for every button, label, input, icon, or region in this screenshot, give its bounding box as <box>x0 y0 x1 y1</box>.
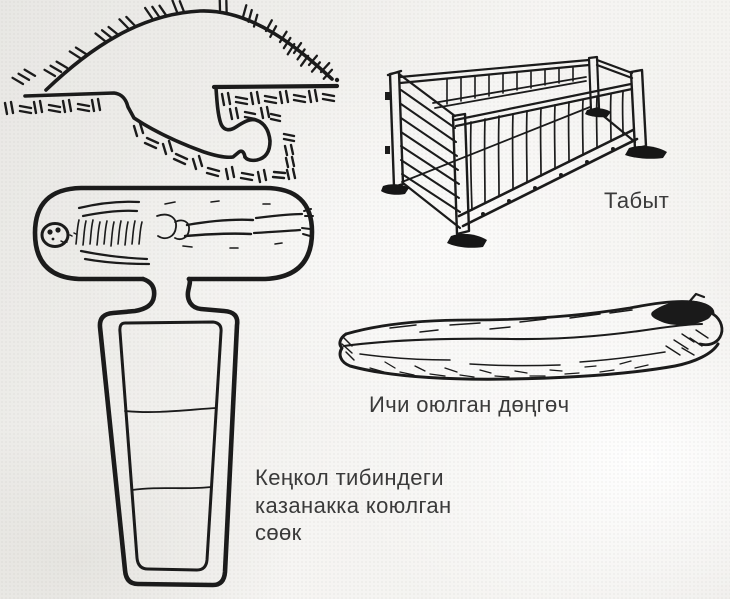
coffin-rails <box>397 58 639 230</box>
coffin-foot-shadows <box>381 108 667 248</box>
skeleton-drawing <box>40 200 314 266</box>
log-figure <box>330 282 730 382</box>
log-hollow-dark-area <box>651 300 713 326</box>
grave-caption: Кеңкол тибиндеги казанакка коюлган сөөк <box>255 464 452 547</box>
mound-arc <box>44 9 334 92</box>
grave-plan-figure <box>25 178 320 598</box>
entrance-shaft-outline <box>97 276 240 588</box>
soil-hatching <box>3 88 336 184</box>
coffin-side-planks <box>469 91 624 211</box>
ground-and-dromos-lines <box>23 83 340 163</box>
hollowed-log-drawing-icon <box>338 292 724 381</box>
mound-tick-marks <box>11 0 340 86</box>
coffin-peg-dots <box>481 147 615 216</box>
coffin-label: Табыт <box>604 188 670 213</box>
grave-caption-line2: казанакка коюлган <box>255 492 452 518</box>
wooden-coffin-drawing-icon <box>381 55 667 248</box>
burial-mound-figure <box>0 0 345 185</box>
burial-chamber-outline <box>32 185 315 282</box>
coffin-end-planks <box>400 89 461 213</box>
log-texture <box>341 309 709 378</box>
burial-mound-cross-section-drawing-icon <box>3 0 340 184</box>
log-label: Ичи оюлган дөңгөч <box>369 392 570 417</box>
skull-icon <box>40 222 70 248</box>
coffin-figure <box>375 48 720 253</box>
catacomb-grave-skeleton-drawing-icon <box>32 185 315 588</box>
grave-caption-line1: Кеңкол тибиндеги <box>255 465 444 490</box>
grave-caption-line3: сөөк <box>255 520 302 545</box>
coffin-inner-wall-strokes <box>446 67 574 105</box>
